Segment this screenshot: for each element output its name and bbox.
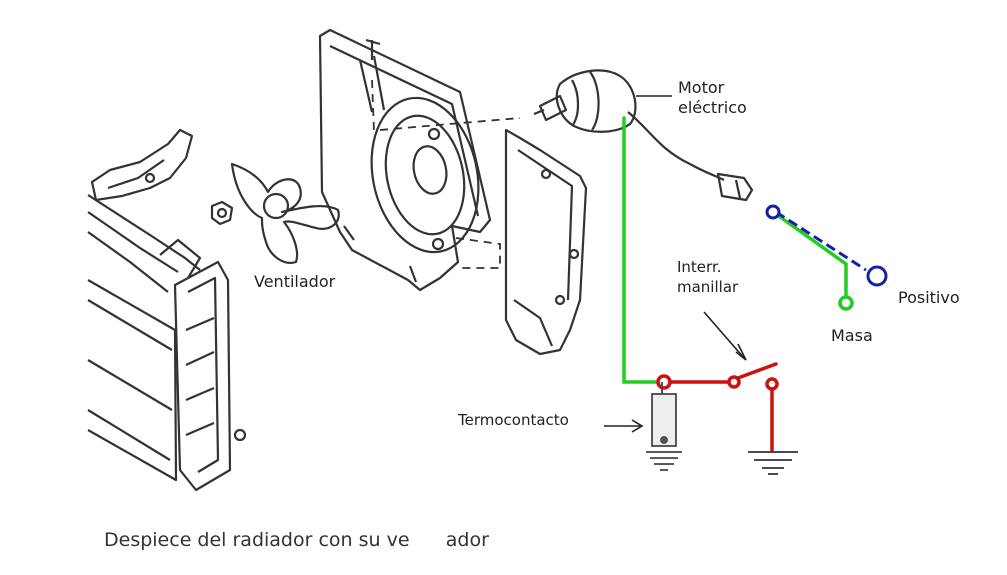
leader-lines (604, 95, 747, 433)
interr-label-line1: Interr. (677, 258, 722, 276)
red-switch-circuit (656, 362, 779, 452)
electric-motor (533, 69, 754, 202)
alignment-lines (371, 79, 521, 269)
ground-symbol (748, 451, 798, 475)
green-ground-wires (622, 116, 854, 384)
ventilador-label: Ventilador (254, 272, 336, 291)
mounting-bracket (90, 128, 194, 202)
caption-smudge (448, 528, 486, 552)
fan-shroud (318, 28, 492, 292)
motor-label-line1: Motor (678, 78, 725, 97)
cover-plate (504, 128, 588, 356)
termocontacto-sensor (646, 382, 682, 471)
fan-blade (210, 162, 340, 264)
masa-label: Masa (831, 326, 873, 345)
radiator (87, 194, 247, 492)
interr-label-line2: manillar (677, 278, 739, 296)
termocontacto-label: Termocontacto (458, 411, 569, 429)
diagram-caption: Despiece del radiador con su ve ador (104, 529, 489, 551)
positivo-label: Positivo (898, 288, 960, 307)
blue-positive-wire (765, 204, 888, 287)
motor-label-line2: eléctrico (678, 98, 747, 117)
